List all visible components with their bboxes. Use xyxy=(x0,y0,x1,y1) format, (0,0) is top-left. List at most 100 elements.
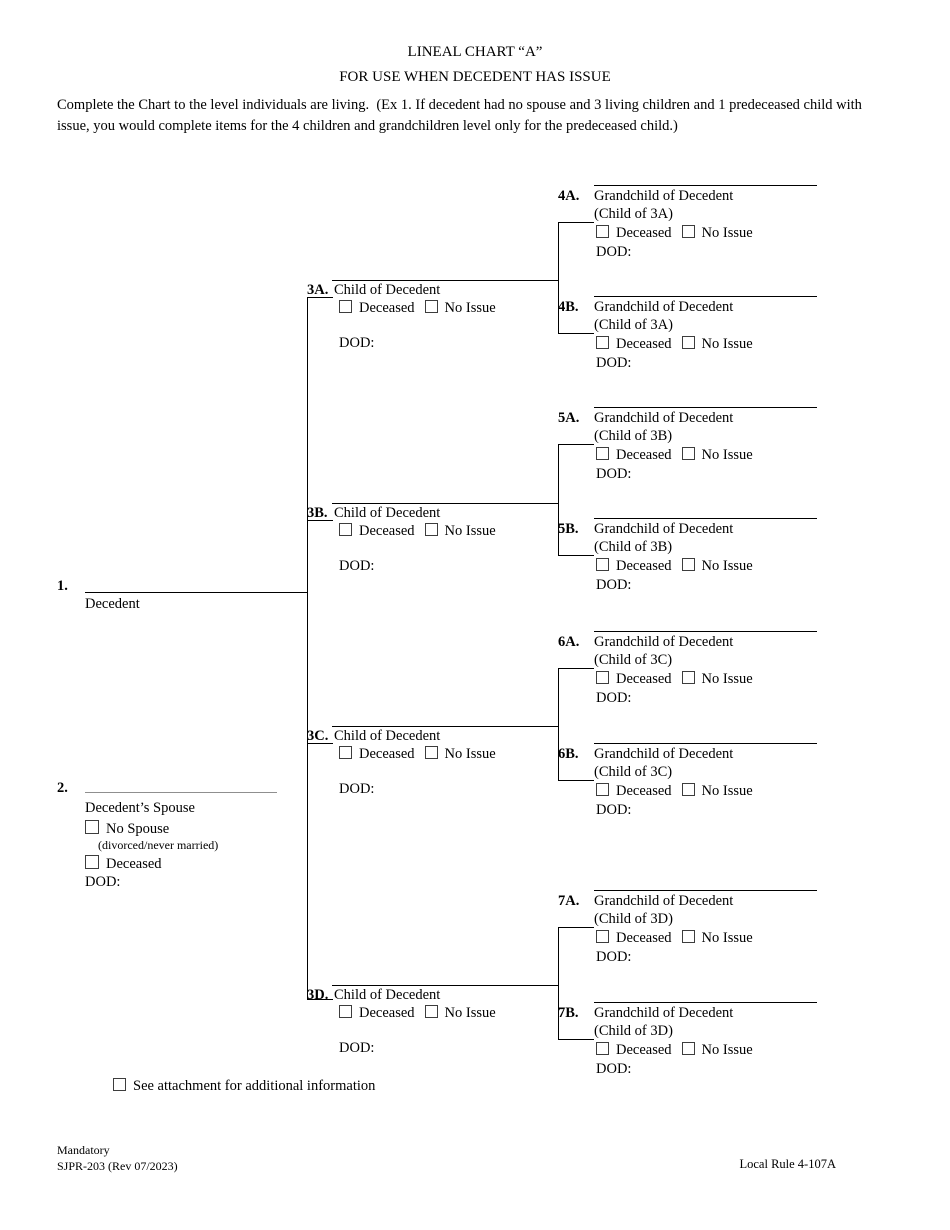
attachment-checkbox[interactable] xyxy=(113,1078,126,1091)
bracket-4ab-line xyxy=(558,222,559,333)
grandchild-parent-ref: (Child of 3D) xyxy=(594,911,673,927)
no-spouse-note: (divorced/never married) xyxy=(98,838,219,852)
no-issue-label: No Issue xyxy=(701,225,753,241)
no-issue-label: No Issue xyxy=(701,783,753,799)
bracket-7ab-line xyxy=(558,927,559,1039)
grandchild-5a-name-line[interactable] xyxy=(594,407,817,408)
deceased-label: Deceased xyxy=(359,746,415,762)
connector-stub-4a xyxy=(558,222,594,223)
no-issue-checkbox[interactable] xyxy=(681,225,695,238)
deceased-checkbox[interactable] xyxy=(596,671,609,684)
footer-mandatory: Mandatory xyxy=(57,1143,110,1157)
child-role-label: Child of Decedent xyxy=(334,505,441,521)
footer-left-block: Mandatory SJPR-203 (Rev 07/2023) xyxy=(57,1143,178,1174)
spouse-role-label: Decedent’s Spouse xyxy=(85,800,195,816)
deceased-label: Deceased xyxy=(616,447,672,463)
dod-label: DOD: xyxy=(339,1040,375,1056)
child-3a-name-line[interactable] xyxy=(332,280,558,281)
connector-stub-4b xyxy=(558,333,594,334)
dod-label: DOD: xyxy=(339,781,375,797)
grandchild-number: 6B. xyxy=(558,746,579,762)
deceased-checkbox[interactable] xyxy=(596,447,609,460)
child-number: 3C. xyxy=(307,728,329,744)
deceased-label: Deceased xyxy=(616,671,672,687)
spouse-number: 2. xyxy=(57,780,68,796)
grandchild-7b-name-line[interactable] xyxy=(594,1002,817,1003)
no-issue-label: No Issue xyxy=(701,930,753,946)
child-role-label: Child of Decedent xyxy=(334,987,441,1003)
spouse-deceased-checkbox[interactable] xyxy=(85,855,99,869)
grandchild-5b-name-line[interactable] xyxy=(594,518,817,519)
child-role-label: Child of Decedent xyxy=(334,282,441,298)
no-issue-checkbox[interactable] xyxy=(424,523,438,536)
grandchild-6a-name-line[interactable] xyxy=(594,631,817,632)
deceased-label: Deceased xyxy=(359,1005,415,1021)
grandchild-role-label: Grandchild of Decedent xyxy=(594,521,734,537)
grandchild-6b-name-line[interactable] xyxy=(594,743,817,744)
footer-form-number: SJPR-203 (Rev 07/2023) xyxy=(57,1158,178,1173)
grandchild-4b-name-line[interactable] xyxy=(594,296,817,297)
form-subtitle: FOR USE WHEN DECEDENT HAS ISSUE xyxy=(339,69,611,85)
decedent-name-line[interactable] xyxy=(85,592,307,593)
no-issue-checkbox[interactable] xyxy=(424,746,438,759)
no-issue-checkbox[interactable] xyxy=(681,783,695,796)
no-issue-checkbox[interactable] xyxy=(681,336,695,349)
no-issue-label: No Issue xyxy=(444,523,496,539)
no-issue-checkbox[interactable] xyxy=(681,558,695,571)
deceased-checkbox[interactable] xyxy=(596,225,609,238)
connector-stub-7b xyxy=(558,1039,594,1040)
no-issue-label: No Issue xyxy=(444,746,496,762)
grandchild-role-label: Grandchild of Decedent xyxy=(594,410,734,426)
no-issue-label: No Issue xyxy=(701,671,753,687)
connector-stub-3c xyxy=(307,743,333,744)
spouse-name-line[interactable] xyxy=(85,792,277,793)
deceased-checkbox[interactable] xyxy=(596,1042,609,1055)
dod-label: DOD: xyxy=(339,558,375,574)
grandchild-parent-ref: (Child of 3C) xyxy=(594,652,673,668)
spouse-deceased-label: Deceased xyxy=(106,856,162,872)
deceased-checkbox[interactable] xyxy=(339,1005,352,1018)
grandchild-role-label: Grandchild of Decedent xyxy=(594,188,734,204)
child-3d-name-line[interactable] xyxy=(332,985,558,986)
grandchild-7a-name-line[interactable] xyxy=(594,890,817,891)
deceased-label: Deceased xyxy=(616,336,672,352)
dod-label: DOD: xyxy=(596,244,632,260)
connector-stub-5a xyxy=(558,444,594,445)
no-issue-checkbox[interactable] xyxy=(424,1005,438,1018)
no-issue-checkbox[interactable] xyxy=(681,447,695,460)
status-row: Deceased No Issue xyxy=(339,746,496,763)
deceased-checkbox[interactable] xyxy=(339,746,352,759)
deceased-label: Deceased xyxy=(359,300,415,316)
no-issue-checkbox[interactable] xyxy=(681,1042,695,1055)
child-3c-name-line[interactable] xyxy=(332,726,558,727)
grandchild-parent-ref: (Child of 3C) xyxy=(594,764,673,780)
status-row: Deceased No Issue xyxy=(339,300,496,317)
no-issue-label: No Issue xyxy=(444,300,496,316)
grandchild-role-label: Grandchild of Decedent xyxy=(594,299,734,315)
no-issue-checkbox[interactable] xyxy=(681,930,695,943)
deceased-checkbox[interactable] xyxy=(596,783,609,796)
grandchild-parent-ref: (Child of 3A) xyxy=(594,317,673,333)
deceased-label: Deceased xyxy=(359,523,415,539)
deceased-checkbox[interactable] xyxy=(596,558,609,571)
bracket-6ab-line xyxy=(558,668,559,780)
grandchild-4a-name-line[interactable] xyxy=(594,185,817,186)
no-issue-label: No Issue xyxy=(444,1005,496,1021)
deceased-checkbox[interactable] xyxy=(339,523,352,536)
deceased-checkbox[interactable] xyxy=(596,336,609,349)
no-issue-checkbox[interactable] xyxy=(424,300,438,313)
no-spouse-row: No Spouse xyxy=(85,820,169,838)
deceased-checkbox[interactable] xyxy=(339,300,352,313)
child-3b-name-line[interactable] xyxy=(332,503,558,504)
child-role-label: Child of Decedent xyxy=(334,728,441,744)
instructions-paragraph: Complete the Chart to the level individu… xyxy=(57,97,866,134)
connector-stub-6b xyxy=(558,780,594,781)
no-spouse-checkbox[interactable] xyxy=(85,820,99,834)
no-issue-checkbox[interactable] xyxy=(681,671,695,684)
bracket-5ab-line xyxy=(558,444,559,555)
child-number: 3A. xyxy=(307,282,329,298)
deceased-checkbox[interactable] xyxy=(596,930,609,943)
